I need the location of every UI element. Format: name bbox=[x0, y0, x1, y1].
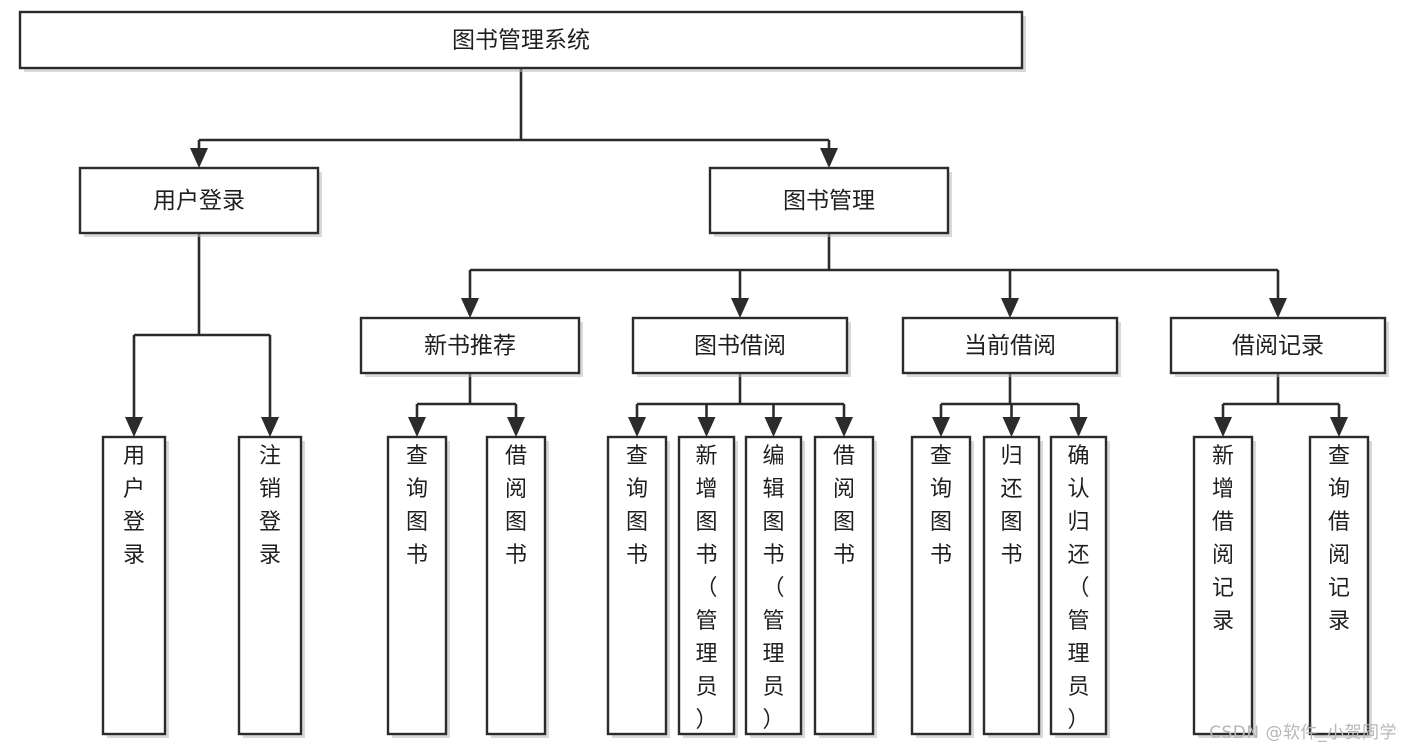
node-book-management[interactable]: 图书管理 bbox=[708, 166, 952, 237]
node-leaf-borrow-book-1[interactable]: 借阅图书 bbox=[485, 435, 549, 738]
node-label-leaf-user-logout: 注销登录 bbox=[259, 444, 281, 568]
arrow-head-icon bbox=[408, 417, 426, 437]
connector-layer bbox=[125, 68, 1348, 437]
node-book-borrow[interactable]: 图书借阅 bbox=[631, 316, 851, 377]
arrow-head-icon bbox=[125, 417, 143, 437]
arrow-head-icon bbox=[190, 148, 208, 168]
arrow-head-icon bbox=[835, 417, 853, 437]
node-leaf-query-borrow-record[interactable]: 查询借阅记录 bbox=[1308, 435, 1372, 738]
node-leaf-user-logout[interactable]: 注销登录 bbox=[237, 435, 305, 738]
arrow-head-icon bbox=[1002, 417, 1021, 437]
node-label-leaf-query-book-1: 查询图书 bbox=[406, 444, 428, 568]
node-leaf-query-book-1[interactable]: 查询图书 bbox=[386, 435, 450, 738]
arrow-head-icon bbox=[461, 298, 479, 318]
arrow-head-icon bbox=[1214, 417, 1232, 437]
node-leaf-add-borrow-record[interactable]: 新增借阅记录 bbox=[1192, 435, 1256, 738]
node-label-leaf-borrow-book-1: 借阅图书 bbox=[505, 444, 527, 568]
arrow-head-icon bbox=[731, 298, 749, 318]
node-layer: 图书管理系统用户登录用户登录注销登录图书管理新书推荐查询图书借阅图书图书借阅查询… bbox=[18, 10, 1389, 738]
node-root[interactable]: 图书管理系统 bbox=[18, 10, 1026, 72]
node-label-book-borrow: 图书借阅 bbox=[694, 333, 786, 359]
node-label-user-login: 用户登录 bbox=[153, 188, 245, 214]
arrow-head-icon bbox=[1069, 417, 1088, 437]
node-label-current-borrow: 当前借阅 bbox=[964, 333, 1056, 359]
node-leaf-user-login[interactable]: 用户登录 bbox=[101, 435, 169, 738]
arrow-head-icon bbox=[1330, 417, 1348, 437]
node-leaf-return-book[interactable]: 归还图书 bbox=[982, 435, 1043, 738]
node-leaf-confirm-return[interactable]: 确认归还（管理员） bbox=[1049, 435, 1110, 738]
arrow-head-icon bbox=[628, 417, 646, 437]
node-borrow-record[interactable]: 借阅记录 bbox=[1169, 316, 1389, 377]
node-label-leaf-add-borrow-record: 新增借阅记录 bbox=[1212, 444, 1234, 634]
arrow-head-icon bbox=[932, 417, 950, 437]
arrow-head-icon bbox=[1269, 298, 1287, 318]
arrow-head-icon bbox=[764, 417, 783, 437]
node-label-leaf-query-book-3: 查询图书 bbox=[930, 444, 952, 568]
arrow-head-icon bbox=[1001, 298, 1019, 318]
node-leaf-edit-book[interactable]: 编辑图书（管理员） bbox=[744, 435, 805, 738]
node-user-login[interactable]: 用户登录 bbox=[78, 166, 322, 237]
node-leaf-borrow-book-2[interactable]: 借阅图书 bbox=[813, 435, 877, 738]
watermark-label: CSDN @软件_小贺同学 bbox=[1209, 723, 1397, 743]
node-label-leaf-borrow-book-2: 借阅图书 bbox=[833, 444, 855, 568]
arrow-head-icon bbox=[507, 417, 525, 437]
node-label-borrow-record: 借阅记录 bbox=[1232, 333, 1324, 359]
node-label-book-management: 图书管理 bbox=[783, 188, 875, 214]
node-label-leaf-return-book: 归还图书 bbox=[1000, 444, 1022, 568]
node-current-borrow[interactable]: 当前借阅 bbox=[901, 316, 1121, 377]
node-leaf-query-book-2[interactable]: 查询图书 bbox=[606, 435, 670, 738]
node-label-root: 图书管理系统 bbox=[452, 28, 590, 54]
node-new-book-recommend[interactable]: 新书推荐 bbox=[359, 316, 583, 377]
arrow-head-icon bbox=[261, 417, 279, 437]
node-label-new-book-recommend: 新书推荐 bbox=[424, 333, 516, 359]
node-label-leaf-confirm-return: 确认归还（管理员） bbox=[1067, 444, 1089, 733]
node-label-leaf-query-borrow-record: 查询借阅记录 bbox=[1328, 444, 1350, 634]
node-label-leaf-add-book: 新增图书（管理员） bbox=[695, 444, 717, 733]
node-leaf-add-book[interactable]: 新增图书（管理员） bbox=[677, 435, 738, 738]
node-label-leaf-query-book-2: 查询图书 bbox=[626, 444, 648, 568]
arrow-head-icon bbox=[820, 148, 838, 168]
arrow-head-icon bbox=[697, 417, 716, 437]
node-label-leaf-user-login: 用户登录 bbox=[123, 444, 145, 568]
node-label-leaf-edit-book: 编辑图书（管理员） bbox=[762, 444, 784, 733]
node-leaf-query-book-3[interactable]: 查询图书 bbox=[910, 435, 974, 738]
